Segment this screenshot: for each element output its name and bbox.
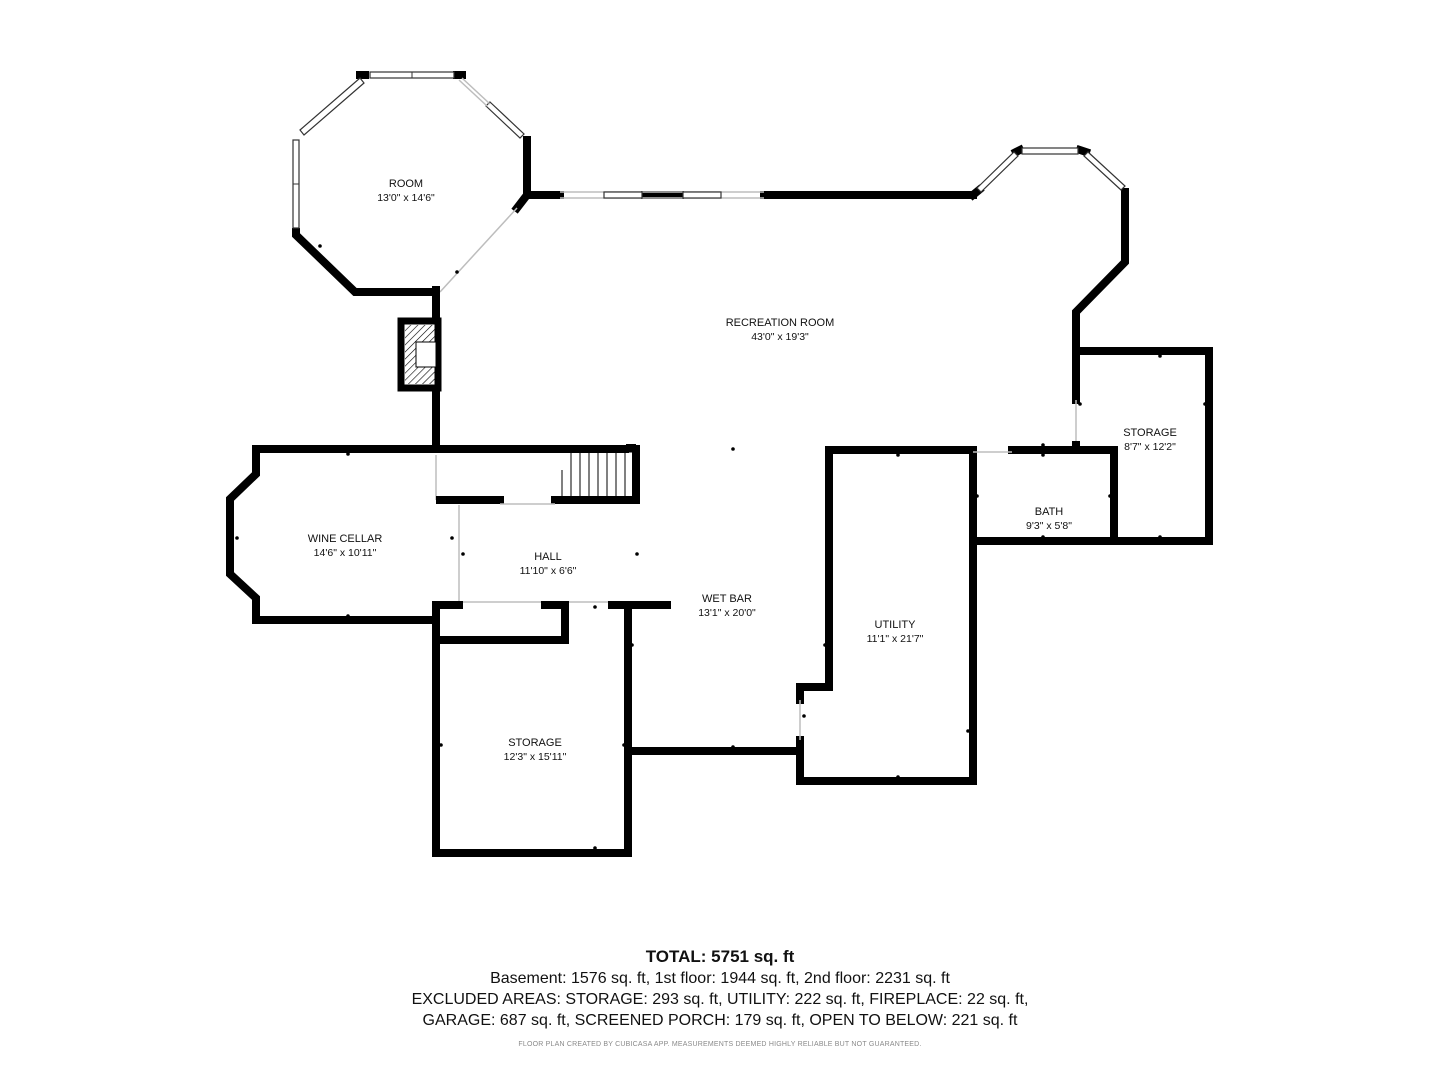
octagon-room-walls [292,71,564,296]
room-label-recreation: RECREATION ROOM 43'0" x 19'3" [726,317,835,343]
room-name: BATH [1035,506,1064,518]
room-label-wet-bar: WET BAR 13'1" x 20'0" [698,593,756,619]
room-name: STORAGE [1123,427,1177,439]
room-dims: 43'0" x 19'3" [751,331,809,343]
credit-note: FLOOR PLAN CREATED BY CUBICASA APP. MEAS… [518,1041,922,1048]
room-dims: 14'6" x 10'11" [314,547,377,559]
stairs [436,444,640,505]
room-label-room: ROOM 13'0" x 14'6" [377,178,435,204]
excluded-areas-cont: GARAGE: 687 sq. ft, SCREENED PORCH: 179 … [422,1012,1018,1029]
room-dims: 13'1" x 20'0" [698,607,756,619]
room-label-storage-east: STORAGE 8'7" x 12'2" [1123,427,1177,453]
room-dims: 11'1" x 21'7" [867,633,924,645]
total-area: TOTAL: 5751 sq. ft [645,947,795,966]
room-label-hall: HALL 11'10" x 6'6" [520,551,577,577]
room-dims: 11'10" x 6'6" [520,565,577,577]
room-name: STORAGE [508,737,562,749]
utility-walls [624,446,977,785]
room-name: WET BAR [702,593,752,605]
recreation-room-walls [432,144,1129,453]
room-label-utility: UTILITY 11'1" x 21'7" [867,619,924,645]
room-name: UTILITY [875,619,917,631]
dimension-ticks [235,244,1207,850]
bath-storage-walls [969,347,1213,545]
room-dims: 12'3" x 15'11" [504,751,567,763]
room-label-storage-south: STORAGE 12'3" x 15'11" [504,737,567,763]
area-summary: TOTAL: 5751 sq. ft Basement: 1576 sq. ft… [0,946,1440,1048]
room-name: HALL [534,551,562,563]
room-name: WINE CELLAR [308,533,383,545]
fireplace [397,317,442,392]
excluded-areas: EXCLUDED AREAS: STORAGE: 293 sq. ft, UTI… [411,991,1029,1008]
room-label-bath: BATH 9'3" x 5'8" [1026,506,1072,532]
room-dims: 8'7" x 12'2" [1124,441,1176,453]
room-label-wine-cellar: WINE CELLAR 14'6" x 10'11" [308,533,383,559]
room-dims: 13'0" x 14'6" [377,192,435,204]
room-dims: 9'3" x 5'8" [1026,520,1072,532]
wine-cellar-walls [226,445,629,624]
room-name: RECREATION ROOM [726,317,835,329]
floor-areas: Basement: 1576 sq. ft, 1st floor: 1944 s… [490,970,950,987]
south-storage-walls [432,601,671,857]
room-name: ROOM [389,178,423,190]
octagon-windows [292,71,525,229]
